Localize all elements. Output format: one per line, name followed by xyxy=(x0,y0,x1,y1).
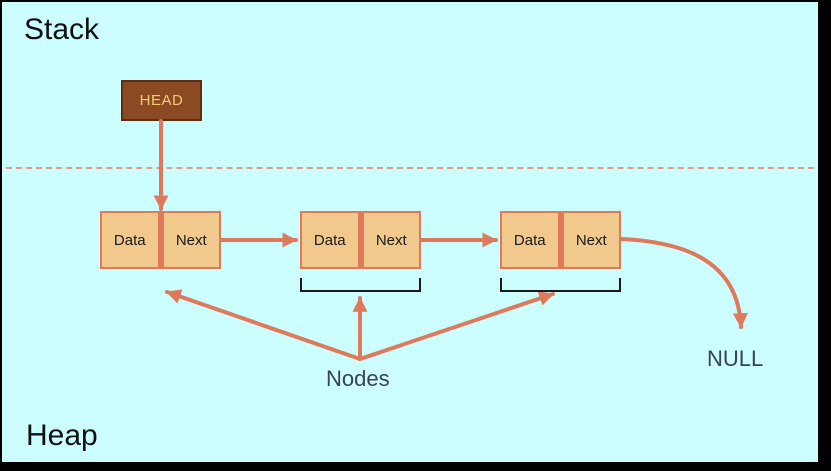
diagram-canvas: Stack HEAD Data Next xyxy=(0,0,820,464)
node2-data-cell: Data xyxy=(313,231,346,249)
node1-data-cell: Data xyxy=(113,231,146,249)
node3-data-cell: Data xyxy=(513,231,546,249)
stack-heap-divider-line xyxy=(6,167,814,169)
arrow-nodes-to-node1 xyxy=(165,289,362,361)
arrow-node3-to-null xyxy=(620,237,748,329)
nodes-label: Nodes xyxy=(326,366,390,391)
node2-next-cell: Next xyxy=(375,231,407,249)
linked-list-node-1: Data Next xyxy=(100,211,221,269)
linked-list-node-3: Data Next xyxy=(500,211,621,269)
arrow-nodes-to-node3-bracket xyxy=(358,291,555,361)
node3-next-cell: Next xyxy=(575,231,607,249)
node3-bracket xyxy=(500,278,621,292)
node2-bracket xyxy=(300,278,421,292)
null-label: NULL xyxy=(707,346,764,371)
node1-next-cell: Next xyxy=(175,231,207,249)
head-pointer-label: HEAD xyxy=(139,92,184,109)
node2-divider xyxy=(357,213,364,267)
node1-divider xyxy=(157,213,164,267)
linked-list-node-2: Data Next xyxy=(300,211,421,269)
heap-region-label: Heap xyxy=(26,419,98,452)
head-pointer-box: HEAD xyxy=(121,80,202,121)
stack-region-label: Stack xyxy=(24,13,100,46)
node3-divider xyxy=(557,213,564,267)
